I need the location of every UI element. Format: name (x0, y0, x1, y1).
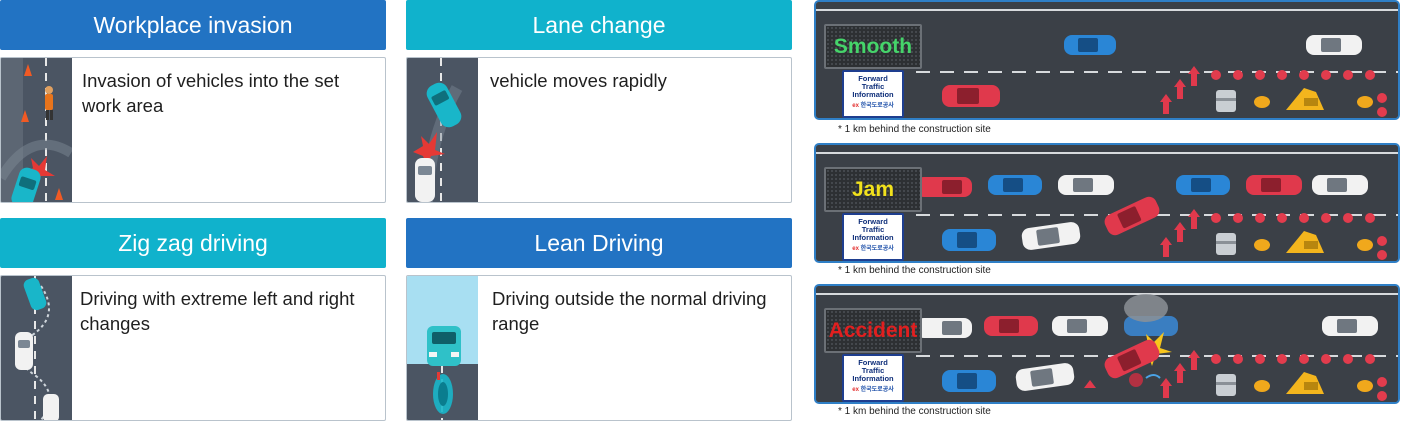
workplace-invasion-illustration (1, 58, 72, 202)
forward-traffic-information-sign: Forward Traffic Information ex 한국도로공사 (842, 70, 904, 118)
sign-line-3: Information (852, 90, 894, 99)
traffic-scene-smooth: Smooth Forward Traffic Information ex 한국… (814, 0, 1400, 120)
sign-line-1: Forward (858, 74, 888, 83)
sign-line-2: Traffic (861, 225, 885, 234)
sign-line-3: Information (852, 374, 894, 383)
card-title: Lane change (406, 0, 792, 50)
road-illustration (816, 286, 1398, 402)
operator-logo: ex 한국도로공사 (844, 102, 902, 110)
sign-line-2: Traffic (861, 82, 885, 91)
sign-line-1: Forward (858, 358, 888, 367)
card-title: Zig zag driving (0, 218, 386, 268)
sign-line-1: Forward (858, 217, 888, 226)
forward-traffic-information-sign: Forward Traffic Information ex 한국도로공사 (842, 354, 904, 402)
card-title: Lean Driving (406, 218, 792, 268)
card-body: Invasion of vehicles into the set work a… (0, 57, 386, 203)
card-body: vehicle moves rapidly (406, 57, 792, 203)
forward-traffic-information-sign: Forward Traffic Information ex 한국도로공사 (842, 213, 904, 261)
sign-line-2: Traffic (861, 366, 885, 375)
operator-logo: ex 한국도로공사 (844, 245, 902, 253)
card-description: Driving outside the normal driving range (492, 288, 767, 334)
sign-line-3: Information (852, 233, 894, 242)
logo-mark: ex (852, 103, 859, 109)
traffic-status-sign: Accident (824, 308, 922, 353)
traffic-status-label: Jam (851, 177, 895, 201)
scene-caption: * 1 km behind the construction site (838, 406, 991, 417)
card-description: Invasion of vehicles into the set work a… (82, 70, 340, 116)
logo-text: 한국도로공사 (860, 387, 894, 393)
traffic-scene-jam: Jam Forward Traffic Information ex 한국도로공… (814, 143, 1400, 263)
logo-mark: ex (852, 246, 859, 252)
traffic-status-label: Smooth (833, 34, 913, 58)
card-description: vehicle moves rapidly (490, 70, 667, 91)
logo-text: 한국도로공사 (860, 246, 894, 252)
scene-caption: * 1 km behind the construction site (838, 124, 991, 135)
traffic-status-sign: Smooth (824, 24, 922, 69)
operator-logo: ex 한국도로공사 (844, 386, 902, 394)
lane-change-illustration (407, 58, 478, 202)
logo-text: 한국도로공사 (860, 103, 894, 109)
scene-caption: * 1 km behind the construction site (838, 265, 991, 276)
traffic-scene-accident: Accident Forward Traffic Information ex … (814, 284, 1400, 404)
traffic-status-sign: Jam (824, 167, 922, 212)
lean-driving-illustration (407, 276, 478, 420)
card-body: Driving with extreme left and right chan… (0, 275, 386, 421)
zig-zag-driving-illustration (1, 276, 72, 420)
card-body: Driving outside the normal driving range (406, 275, 792, 421)
card-title: Workplace invasion (0, 0, 386, 50)
traffic-status-label: Accident (828, 318, 918, 342)
logo-mark: ex (852, 387, 859, 393)
card-description: Driving with extreme left and right chan… (80, 288, 355, 334)
